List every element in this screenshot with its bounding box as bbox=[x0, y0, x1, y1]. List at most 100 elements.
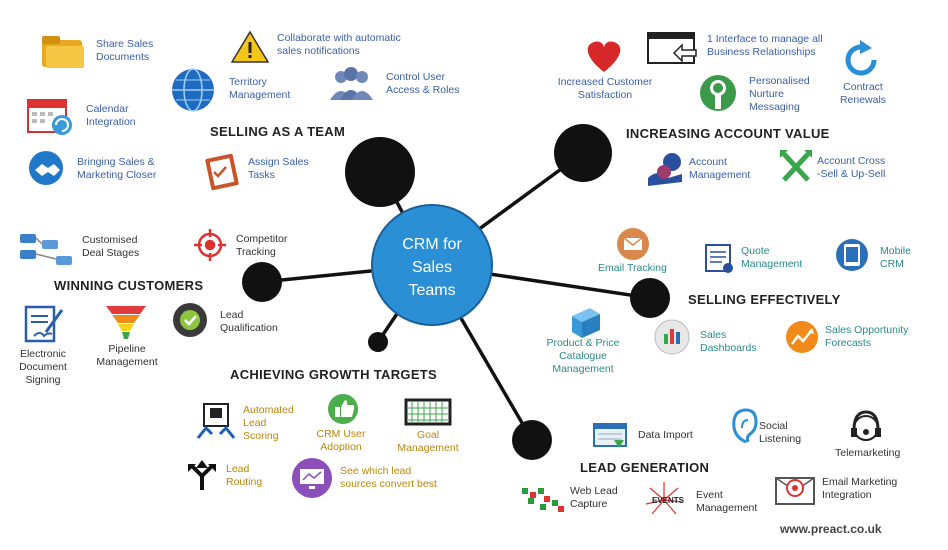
label-line: Quote bbox=[741, 245, 770, 257]
label-line: Management bbox=[741, 258, 803, 270]
ear-icon bbox=[732, 408, 758, 444]
svg-text:EVENTS: EVENTS bbox=[652, 496, 685, 505]
routing-arrows-icon bbox=[188, 460, 216, 490]
label-cross-sell: Account Cross-Sell & Up-Sell bbox=[817, 155, 885, 181]
label-line: Document bbox=[19, 361, 67, 373]
label-data-import: Data Import bbox=[638, 429, 693, 442]
label-line: sources convert best bbox=[340, 478, 437, 490]
node-account-value bbox=[554, 124, 612, 182]
label-line: Lead bbox=[220, 309, 244, 321]
label-email-track: Email Tracking bbox=[598, 262, 667, 275]
clipboard-icon bbox=[205, 153, 239, 191]
label-line: Control User bbox=[386, 71, 445, 83]
label-line: Increased Customer bbox=[557, 76, 653, 88]
thumbs-up-icon bbox=[328, 394, 358, 424]
globe-icon bbox=[172, 68, 214, 112]
label-line: Renewals bbox=[839, 94, 887, 106]
label-line: Routing bbox=[226, 476, 263, 488]
label-line: Assign Sales bbox=[248, 156, 309, 168]
label-line: Product & Price bbox=[546, 337, 620, 349]
label-line: Lead bbox=[226, 463, 250, 475]
label-line: Electronic bbox=[19, 348, 67, 360]
label-line: Calendar bbox=[86, 103, 129, 115]
label-line: Integration bbox=[86, 116, 136, 128]
label-line: Nurture bbox=[749, 88, 785, 100]
label-line: See which lead bbox=[340, 465, 412, 477]
label-line: Deal Stages bbox=[82, 247, 140, 259]
label-line: Account bbox=[689, 156, 727, 168]
label-line: Tracking bbox=[236, 246, 276, 258]
label-line: -Sell & Up-Sell bbox=[817, 168, 886, 180]
web-capture-icon bbox=[522, 488, 564, 512]
node-growth bbox=[368, 332, 388, 352]
headset-icon bbox=[851, 410, 881, 441]
trend-icon bbox=[786, 321, 818, 353]
heart-icon bbox=[587, 41, 621, 72]
target-icon bbox=[194, 229, 226, 261]
label-telemarketing: Telemarketing bbox=[835, 447, 900, 460]
quote-doc-icon bbox=[705, 244, 733, 273]
label-line: Personalised bbox=[749, 75, 810, 87]
refresh-icon bbox=[845, 40, 877, 76]
scoring-icon bbox=[196, 403, 236, 439]
heading-selling-effectively: SELLING EFFECTIVELY bbox=[688, 292, 841, 307]
envelope-icon bbox=[617, 228, 649, 260]
event-icon: EVENTS bbox=[645, 482, 685, 515]
goal-icon bbox=[404, 398, 452, 426]
label-line: Business Relationships bbox=[707, 46, 816, 58]
label-line: Sales bbox=[700, 329, 727, 341]
label-line: Tasks bbox=[248, 169, 275, 181]
heading-lead-gen: LEAD GENERATION bbox=[580, 460, 710, 475]
box-icon bbox=[572, 308, 600, 338]
label-bringing: Bringing Sales &Marketing Closer bbox=[77, 156, 156, 182]
heading-growth: ACHIEVING GROWTH TARGETS bbox=[230, 367, 438, 382]
label-line: Goal bbox=[416, 429, 440, 441]
footer-url[interactable]: www.preact.co.uk bbox=[780, 522, 882, 536]
label-line: Account Cross bbox=[817, 155, 886, 167]
label-line: Qualification bbox=[220, 322, 278, 334]
phone-icon bbox=[648, 153, 682, 186]
label-line: Capture bbox=[570, 498, 608, 510]
label-line: sales notifications bbox=[277, 45, 360, 57]
funnel-icon bbox=[106, 306, 146, 339]
label-line: Access & Roles bbox=[386, 84, 460, 96]
label-line: Integration bbox=[822, 489, 872, 501]
label-line: Forecasts bbox=[825, 337, 872, 349]
hub-label-line2: Sales bbox=[411, 259, 453, 276]
hub-label-line3: Teams bbox=[408, 282, 456, 299]
chart-icon bbox=[654, 319, 690, 355]
heading-winning: WINNING CUSTOMERS bbox=[54, 278, 204, 293]
warning-icon bbox=[230, 30, 270, 63]
label-line: Email Marketing bbox=[822, 476, 898, 488]
label-line: Lead bbox=[243, 417, 267, 429]
label-line: Telemarketing bbox=[835, 447, 901, 459]
label-line: Satisfaction bbox=[577, 89, 633, 101]
label-line: Data Import bbox=[638, 429, 693, 441]
label-line: Sales Opportunity bbox=[825, 324, 909, 336]
label-line: Automated bbox=[243, 404, 294, 416]
label-line: Event bbox=[696, 489, 723, 501]
label-line: Management bbox=[229, 89, 291, 101]
label-line: Competitor bbox=[236, 233, 288, 245]
import-icon bbox=[593, 423, 627, 448]
label-line: Dashboards bbox=[700, 342, 757, 354]
hub-circle bbox=[371, 204, 493, 326]
